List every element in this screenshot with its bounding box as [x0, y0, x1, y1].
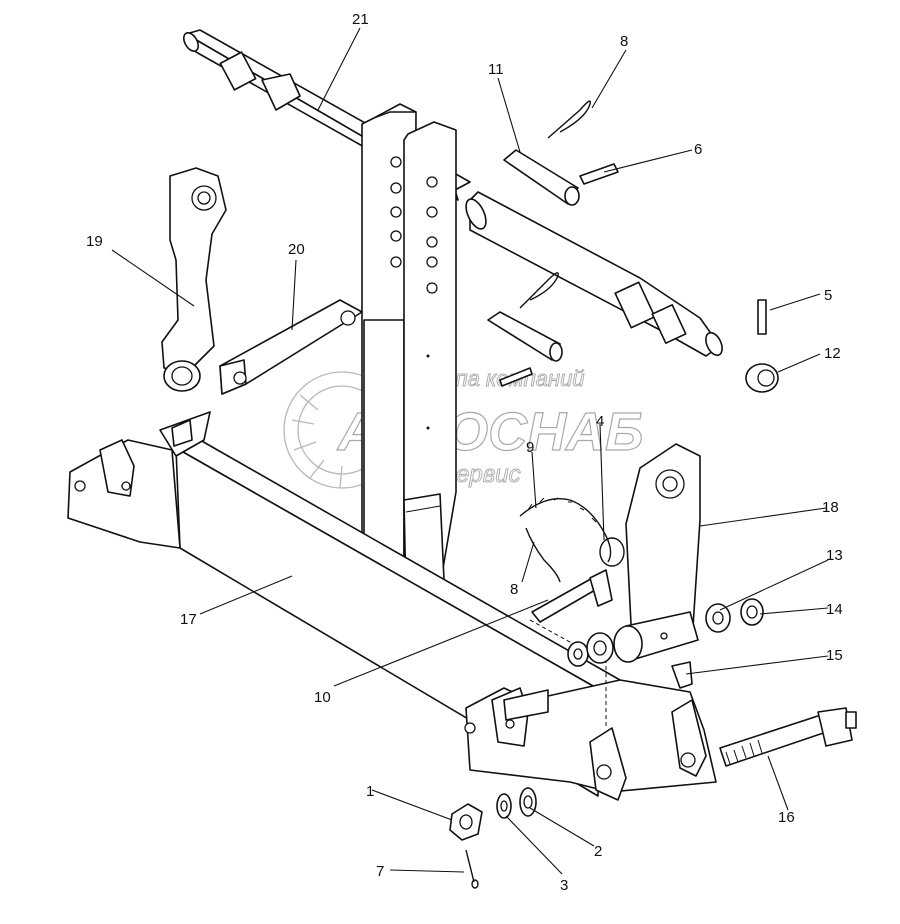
callout-2: 2	[594, 843, 602, 860]
callout-7: 7	[376, 863, 384, 880]
part-6-key	[579, 163, 619, 185]
callout-12: 12	[824, 345, 841, 362]
callout-17: 17	[180, 611, 197, 628]
part-9-chain	[519, 497, 625, 583]
callout-10: 10	[314, 689, 331, 706]
part-1-nut	[449, 803, 483, 841]
part-8-clip-top	[547, 100, 591, 139]
part-10-pin	[531, 569, 613, 623]
callout-6: 6	[694, 141, 702, 158]
callout-5: 5	[824, 287, 832, 304]
part-16-long-pin	[719, 707, 857, 767]
part-17-main-frame	[67, 411, 717, 801]
callout-9: 9	[526, 439, 534, 456]
part-8-clip-mid	[519, 272, 559, 309]
part-7-cotter-pin	[465, 849, 479, 889]
callout-8-top: 8	[620, 33, 628, 50]
callout-labels: 21 8 11 6 5 12 19 20 18 13 14 15 17 10 4…	[86, 11, 843, 894]
part-19-lift-arm	[161, 167, 227, 392]
part-14-washer	[740, 598, 764, 626]
part-18-right-lift-arm	[613, 443, 701, 663]
part-12-collar	[745, 363, 779, 393]
callout-11: 11	[488, 61, 504, 78]
callout-21: 21	[352, 11, 369, 28]
right-upright-plate	[403, 121, 457, 599]
callout-19: 19	[86, 233, 103, 250]
leader-lines	[111, 27, 829, 875]
part-5-pin	[757, 299, 767, 335]
part-20-link-bar	[219, 299, 363, 395]
part-13-bushing	[705, 603, 731, 633]
part-21-upper-shaft	[182, 29, 723, 357]
callout-20: 20	[288, 241, 305, 258]
callout-15: 15	[826, 647, 843, 664]
callout-3: 3	[560, 877, 568, 894]
pin-mid	[487, 311, 563, 387]
callout-8-bottom: 8	[510, 581, 518, 598]
callout-14: 14	[826, 601, 843, 618]
part-15-grease-nipple	[671, 661, 693, 689]
washers-left	[567, 632, 614, 667]
callout-1: 1	[366, 783, 374, 800]
part-2-washer	[519, 787, 537, 817]
callout-16: 16	[778, 809, 795, 826]
callout-13: 13	[826, 547, 843, 564]
callout-4: 4	[596, 413, 604, 430]
part-11-pin	[503, 149, 580, 206]
watermark: группа компаний АГРОСНАБ техсервис	[283, 366, 644, 489]
part-3-washer	[496, 793, 512, 819]
callout-18: 18	[822, 499, 839, 516]
